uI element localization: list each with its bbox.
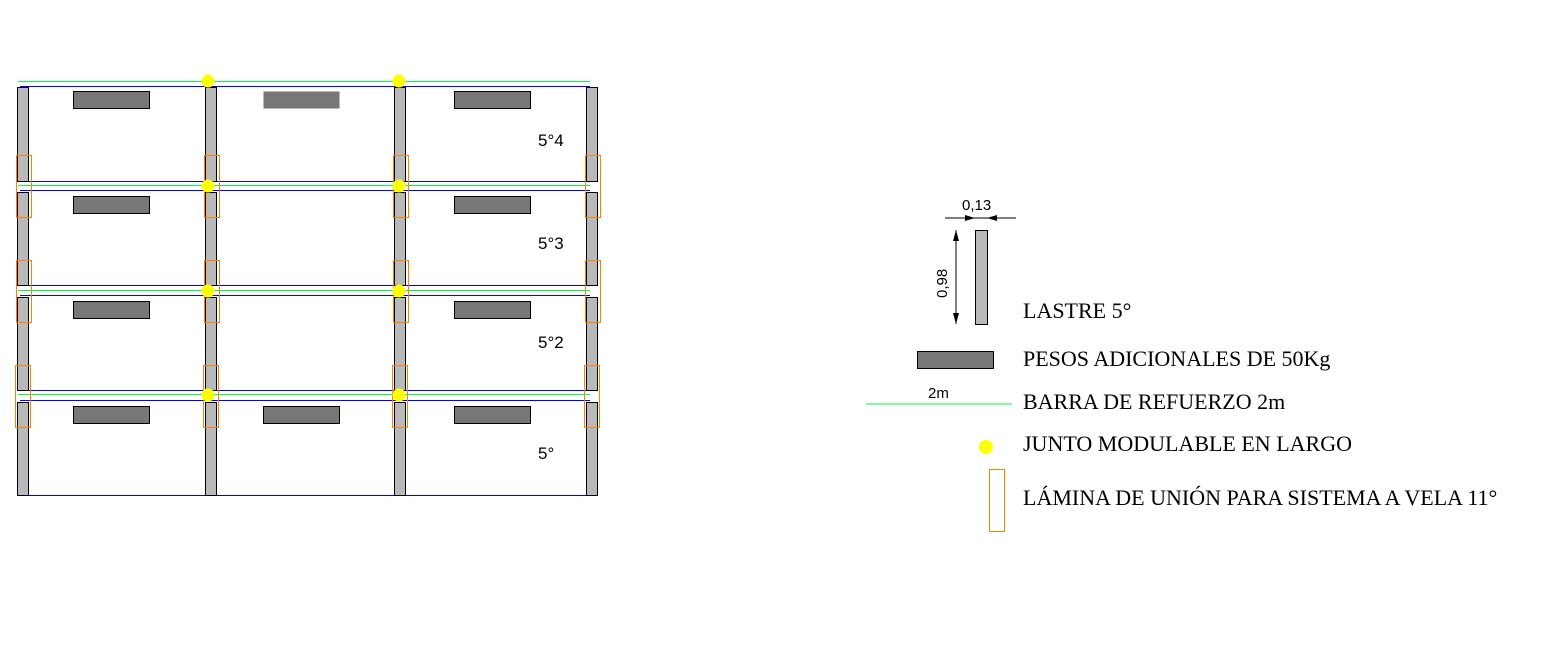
legend-label-ballast: LASTRE 5°	[1023, 298, 1131, 323]
ballast-block	[394, 402, 406, 496]
ballast-block	[205, 192, 217, 286]
plate-icon	[989, 469, 1005, 532]
ballast-block	[205, 87, 217, 182]
ballast-block	[17, 192, 29, 286]
ballast-block	[586, 87, 598, 182]
union-plate	[584, 365, 600, 428]
ballast-block	[394, 192, 406, 286]
ballast-block	[586, 192, 598, 286]
joint-dot	[392, 388, 406, 402]
legend-label-weights: PESOS ADICIONALES DE 50Kg	[1023, 346, 1330, 371]
row-label-5-3: 5°3	[538, 234, 564, 253]
additional-weight	[454, 196, 531, 214]
joint-dot-icon	[979, 440, 993, 454]
row-label-5-2: 5°2	[538, 333, 564, 352]
dimension-width: 0,13	[945, 197, 1016, 221]
additional-weight	[454, 406, 531, 424]
dimension-height: 0,98	[934, 230, 959, 324]
union-plate	[585, 155, 601, 218]
legend: 0,13 0,98 2m LASTRE 5° PESOS ADICIONALES…	[866, 197, 1497, 532]
ballast-block	[586, 297, 598, 391]
additional-weight	[73, 301, 150, 319]
dimension-height-label: 0,98	[934, 269, 951, 298]
joint-dot	[201, 179, 215, 193]
bar-length-label: 2m	[928, 385, 949, 402]
additional-weight	[73, 91, 150, 109]
ballast-block	[17, 297, 29, 391]
ballast-icon	[975, 230, 988, 325]
ballast-block	[205, 402, 217, 496]
additional-weight	[263, 406, 340, 424]
additional-weight	[454, 301, 531, 319]
ballast-block	[17, 87, 29, 182]
ballast-block	[394, 297, 406, 391]
union-plate	[15, 365, 31, 428]
row-labels: 5°4 5°3 5°2 5°	[538, 131, 564, 463]
union-plate	[16, 260, 32, 323]
joint-dot	[201, 74, 215, 88]
ballast-block	[586, 402, 598, 496]
ballast-block	[394, 87, 406, 182]
row-label-5-4: 5°4	[538, 131, 564, 150]
dimension-width-label: 0,13	[962, 197, 991, 214]
joint-dot	[201, 284, 215, 298]
weight-icon	[917, 351, 994, 369]
ballast-block	[205, 297, 217, 391]
ballast-layout-plan	[15, 74, 601, 496]
joint-dot	[201, 388, 215, 402]
union-plate	[585, 260, 601, 323]
legend-label-bar: BARRA DE REFUERZO 2m	[1023, 389, 1285, 414]
row-label-5: 5°	[538, 444, 554, 463]
additional-weight	[263, 91, 340, 109]
additional-weight	[454, 91, 531, 109]
legend-label-joint: JUNTO MODULABLE EN LARGO	[1023, 431, 1352, 456]
additional-weight	[73, 406, 150, 424]
joint-dot	[392, 74, 406, 88]
ballast-block	[17, 402, 29, 496]
union-plate	[392, 365, 408, 428]
joint-dot	[392, 284, 406, 298]
additional-weight	[73, 196, 150, 214]
union-plate	[16, 155, 32, 218]
legend-label-plate: LÁMINA DE UNIÓN PARA SISTEMA A VELA 11°	[1023, 485, 1497, 510]
joint-dot	[392, 179, 406, 193]
